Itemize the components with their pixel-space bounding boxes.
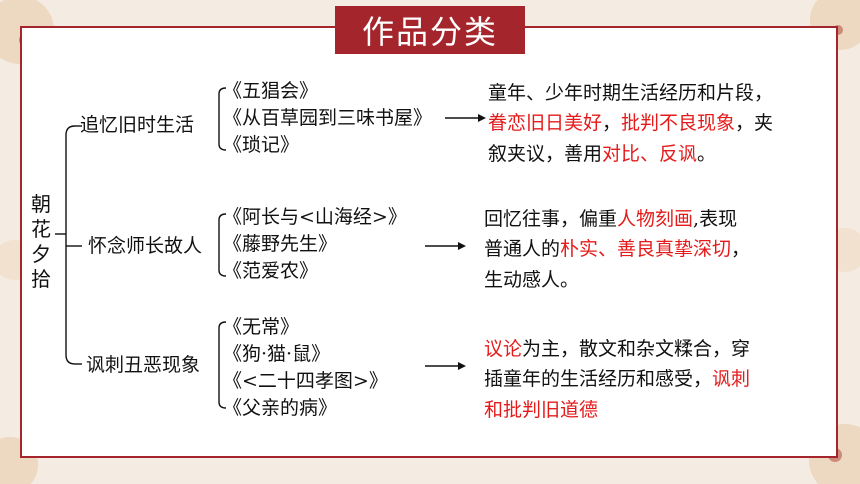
category-description: 议论为主，散文和杂文糅合，穿 插童年的生活经历和感受，讽刺 和批判旧道德 [484,334,814,425]
work-title: 《无常》 [223,316,300,338]
desc-line: 和批判旧道德 [484,398,599,421]
desc-line: 眷恋旧日美好，批判不良现象，夹 [488,112,774,135]
desc-line: 普通人的朴实、善良真挚深切， [484,238,751,261]
category-label: 讽刺丑恶现象 [86,354,201,376]
category-description: 童年、少年时期生活经历和片段， 眷恋旧日美好，批判不良现象，夹 叙夹议，善用对比… [488,78,818,169]
desc-line: 回忆往事，偏重人物刻画,表现 [484,208,738,230]
page-title: 作品分类 [335,6,525,54]
desc-line: 童年、少年时期生活经历和片段， [488,82,774,104]
work-title: 《父亲的病》 [223,397,338,419]
desc-line: 叙夹议，善用对比、反讽。 [488,142,717,165]
desc-line: 插童年的生活经历和感受，讽刺 [484,368,751,391]
work-title: 《藤野先生》 [223,233,338,255]
desc-line: 生动感人。 [484,268,580,291]
work-title: 《<二十四孝图>》 [223,370,388,392]
root-node-book: 朝 花 夕 拾 [30,192,52,292]
root-char: 花 [31,217,51,241]
category-label: 怀念师长故人 [88,235,203,257]
desc-line: 议论为主，散文和杂文糅合，穿 [484,338,751,360]
root-char: 夕 [31,242,51,266]
work-title: 《从百草园到三味书屋》 [223,107,433,129]
work-title: 《狗·猫·鼠》 [223,343,331,365]
category-description: 回忆往事，偏重人物刻画,表现 普通人的朴实、善良真挚深切， 生动感人。 [484,204,814,295]
work-title: 《五猖会》 [223,80,319,102]
work-title: 《阿长与<山海经>》 [223,206,407,228]
content-card [20,26,838,458]
category-label: 追忆旧时生活 [80,114,195,136]
root-char: 朝 [31,192,51,216]
root-char: 拾 [31,267,51,291]
work-title: 《琐记》 [223,134,300,156]
work-title: 《范爱农》 [223,260,319,282]
